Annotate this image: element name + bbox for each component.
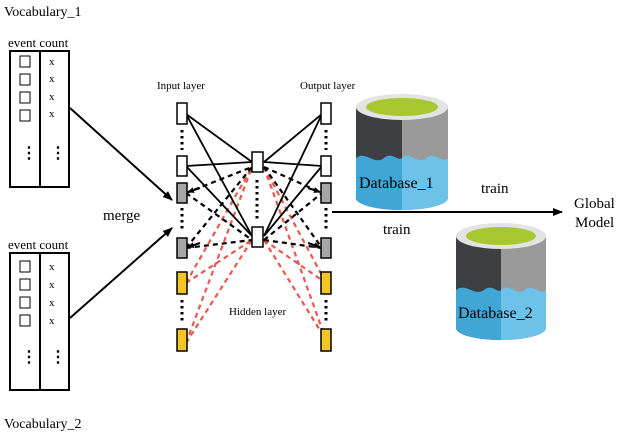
vocab2-mark: x (49, 297, 55, 309)
vocab2-ellipsis-right: ⋮ (50, 349, 66, 366)
vocab1-mark: x (49, 73, 55, 85)
input-layer-label: Input layer (157, 80, 205, 92)
merge-arrow-bottom (69, 227, 173, 319)
database-1-icon (356, 94, 448, 210)
output-node-gray (320, 182, 332, 204)
vocab1-mark: x (49, 56, 55, 68)
vocab2-header: event count (8, 237, 69, 252)
vocab1-header: event count (8, 35, 69, 50)
merge-arrow-top (69, 107, 173, 201)
input-layer (176, 102, 188, 352)
input-node-gray (176, 237, 188, 259)
database-2-icon (456, 223, 546, 340)
output-node-gray (320, 237, 332, 259)
database-1-label: Database_1 (359, 175, 434, 192)
input-node-white (176, 102, 188, 125)
global-model-line2: Model (575, 215, 614, 231)
merge-label: merge (103, 208, 141, 224)
hidden-layer-label: Hidden layer (229, 306, 286, 318)
vocab1-ellipsis-right: ⋮ (50, 145, 66, 162)
output-node-white (320, 102, 332, 125)
dashed-arrowheads (187, 187, 321, 248)
output-node-yellow (320, 328, 332, 352)
train-label-lower: train (383, 222, 411, 238)
output-layer-label: Output layer (300, 80, 356, 92)
vocab1-table: x x x x ⋮ ⋮ (9, 50, 70, 188)
input-node-yellow (176, 328, 188, 352)
vocab2-table: x x x x ⋮ ⋮ (9, 252, 70, 391)
vocab1-mark: x (49, 108, 55, 120)
input-node-gray (176, 182, 188, 204)
vocab2-title: Vocabulary_2 (4, 417, 82, 432)
vocab1-mark: x (49, 91, 55, 103)
vocab2-mark: x (49, 261, 55, 273)
output-layer (320, 102, 332, 352)
vocab1-ellipsis-left: ⋮ (21, 145, 37, 162)
input-node-yellow (176, 271, 188, 295)
vocab2-mark: x (49, 315, 55, 327)
database-2-label: Database_2 (458, 305, 533, 322)
vocab2-ellipsis-left: ⋮ (21, 349, 37, 366)
hidden-layer (251, 151, 264, 248)
hidden-node (251, 226, 264, 248)
vocab2-mark: x (49, 279, 55, 291)
global-model-line1: Global (574, 196, 615, 212)
output-node-yellow (320, 271, 332, 295)
input-node-white (176, 155, 188, 177)
solid-connections (185, 113, 323, 237)
output-node-white (320, 155, 332, 177)
hidden-node (251, 151, 264, 173)
red-dashed-connections (184, 166, 328, 344)
vocab1-title: Vocabulary_1 (4, 5, 82, 20)
train-label-upper: train (481, 181, 509, 197)
